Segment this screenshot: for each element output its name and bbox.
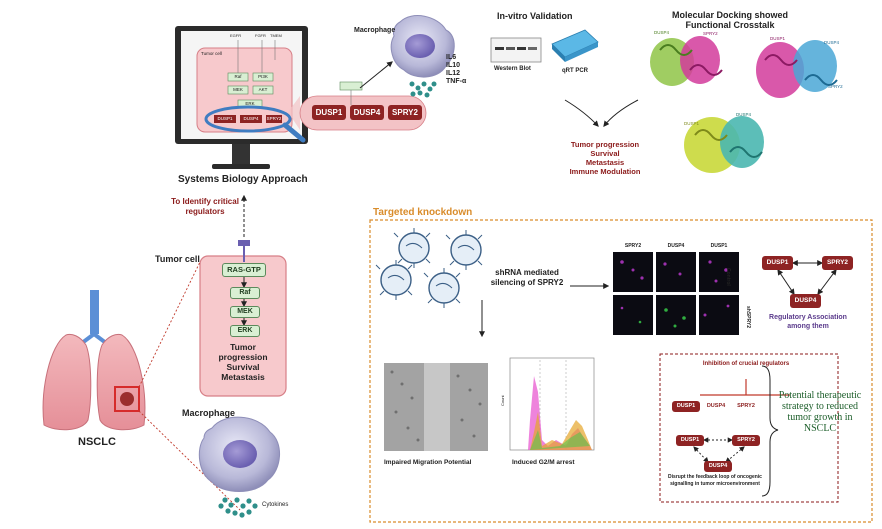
monitor-node-dusp1: DUSP1 (217, 116, 233, 121)
pathway-mek: MEK (230, 306, 260, 318)
cytokine-tnf: TNF-α (446, 78, 467, 85)
invitro-title: In-vitro Validation (497, 11, 573, 21)
micro-row-control: Control (725, 268, 731, 286)
docking-label-2: SPRY2 (703, 31, 718, 36)
identify-regulators-text: To Identify critical regulators (171, 197, 239, 216)
docking-label-1: DUSP4 (654, 30, 670, 35)
monitor-node-erk: ERK (245, 101, 255, 106)
cytokines-label: Cytokines (262, 502, 289, 508)
micro-col-spry2: SPRY2 (624, 243, 642, 249)
micro-col-dusp1: DUSP1 (710, 243, 728, 249)
regulator-pill-dusp4: DUSP4 (350, 105, 384, 120)
network-node-spry2: SPRY2 (822, 256, 853, 270)
outcome-survival: Survival (590, 149, 620, 158)
outcome-metastasis: Metastasis (585, 158, 625, 167)
docking-label-4: DUSP4 (824, 40, 840, 45)
migration-caption: Impaired Migration Potential (384, 459, 472, 466)
outcome-tumor-progression: Tumor progression (570, 140, 640, 149)
monitor-tumor-cell-label: Tumor cell (201, 51, 222, 56)
pathway-ras-gtp: RAS-GTP (222, 263, 266, 277)
monitor-node-spry2: SPRY2 (266, 116, 282, 121)
monitor-receptor-3: TMEM (270, 33, 282, 38)
cytokine-dots-bottom (218, 497, 258, 518)
micro-row-shspry2: shSPRY2 (745, 306, 751, 329)
regulator-pill-spry2: SPRY2 (388, 105, 422, 120)
macrophage-top-label: Macrophage (354, 27, 396, 34)
docking-label-3: DUSP1 (770, 36, 786, 41)
monitor (175, 26, 308, 169)
migration-assay-image (384, 363, 488, 451)
pathway-erk: ERK (230, 325, 260, 337)
loop-node-spry2: SPRY2 (732, 435, 760, 446)
strategy-text: Potential therapeutic strategy to reduce… (778, 390, 862, 434)
cytokine-il10: IL10 (446, 62, 461, 69)
monitor-node-dusp4: DUSP4 (243, 116, 259, 121)
cellcycle-axis-label: Count (500, 395, 505, 406)
macrophage-top-icon (390, 15, 455, 78)
outcome-immune-modulation: Immune Modulation (569, 167, 641, 176)
lungs-illustration (42, 290, 146, 431)
regulatory-association-text: Regulatory Association among them (769, 314, 847, 330)
cytokine-il12: IL12 (446, 70, 461, 77)
inhibition-title: Inhibition of crucial regulators (702, 361, 790, 367)
docking-structure-2 (756, 40, 838, 98)
knockdown-title: Targeted knockdown (373, 207, 473, 218)
monitor-receptor-1: EGFR (230, 33, 242, 38)
micro-col-dusp4: DUSP4 (667, 243, 685, 249)
nsclc-label: NSCLC (78, 436, 116, 448)
docking-label-6: DUSP1 (684, 121, 700, 126)
microscopy-grid (613, 252, 739, 335)
monitor-node-raf: Raf (234, 74, 242, 79)
inhibit-spry2: SPRY2 (737, 403, 755, 409)
pathway-raf: Raf (230, 287, 260, 299)
docking-title: Molecular Docking showed Functional Cros… (671, 10, 789, 30)
tumor-outcome-3: Survival (226, 362, 260, 372)
network-node-dusp1: DUSP1 (762, 256, 793, 270)
monitor-node-pi3k: PI3K (258, 74, 268, 79)
regulator-pill-dusp1: DUSP1 (312, 105, 346, 120)
systems-biology-title: Systems Biology Approach (178, 174, 308, 185)
macrophage-bottom-icon (198, 416, 280, 492)
inhibit-dusp1: DUSP1 (672, 401, 700, 412)
monitor-node-akt: AKT (258, 87, 268, 92)
inhibit-dusp4: DUSP4 (706, 403, 726, 409)
inhibition-subpanel (659, 353, 839, 503)
loop-node-dusp4: DUSP4 (704, 461, 732, 472)
western-blot-label: Western Blot (494, 66, 531, 72)
macrophage-bottom-label: Macrophage (182, 408, 236, 418)
docking-structure-1 (650, 36, 723, 86)
knockdown-panel (369, 219, 873, 523)
cell-cycle-histogram (509, 357, 595, 451)
western-blot-icon (490, 37, 542, 63)
cellcycle-caption: Induced G2/M arrest (512, 459, 575, 466)
monitor-node-mek: MEK (233, 87, 243, 92)
tumor-outcome-1: Tumor (230, 342, 256, 352)
network-node-dusp4: DUSP4 (790, 294, 821, 308)
docking-label-7: DUSP4 (736, 112, 752, 117)
monitor-receptor-2: FGFR (255, 33, 266, 38)
docking-structure-3 (684, 116, 764, 173)
qrt-pcr-plate-icon (551, 29, 599, 62)
qrt-pcr-label: qRT PCR (562, 68, 588, 74)
loop-node-dusp1: DUSP1 (676, 435, 704, 446)
tumor-outcome-2: progression (218, 352, 268, 362)
cytokine-dots-top (409, 81, 437, 98)
tumor-outcome-4: Metastasis (221, 372, 265, 382)
disrupt-feedback-text: Disrupt the feedback loop of oncogenic s… (668, 474, 762, 487)
tumor-cell-label: Tumor cell (155, 254, 200, 264)
cytokine-il6: IL6 (446, 54, 457, 61)
shrna-text: shRNA mediated silencing of SPRY2 (490, 268, 564, 287)
docking-label-5: SPRY2 (828, 84, 843, 89)
